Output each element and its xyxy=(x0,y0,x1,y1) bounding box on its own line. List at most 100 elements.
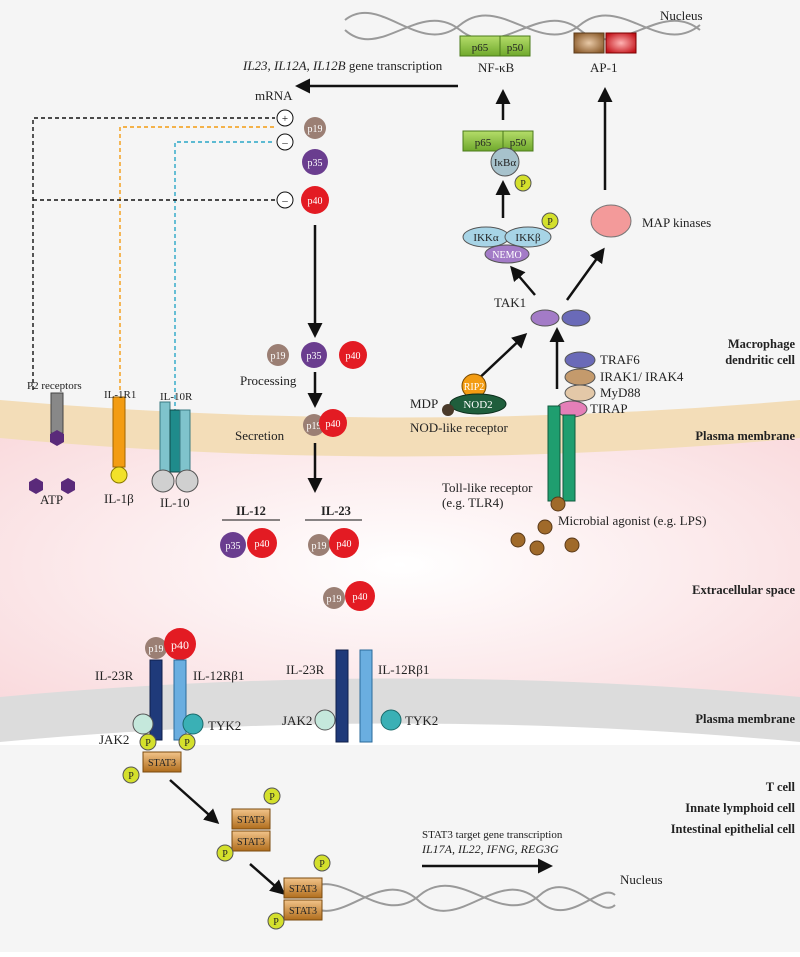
svg-text:p35: p35 xyxy=(226,541,241,552)
svg-text:P: P xyxy=(273,917,279,928)
extracellular-space-area xyxy=(0,420,800,710)
svg-text:p40: p40 xyxy=(308,196,323,207)
atp-label: ATP xyxy=(40,492,63,507)
il10r-receptor xyxy=(151,401,199,493)
regulation-signs: + – – xyxy=(276,109,294,209)
svg-text:P: P xyxy=(520,179,526,190)
svg-text:STAT3: STAT3 xyxy=(237,815,265,826)
svg-text:p19: p19 xyxy=(312,541,327,552)
jak2-label-1: JAK2 xyxy=(99,732,129,747)
svg-text:P: P xyxy=(319,859,325,870)
map-kinases-label: MAP kinases xyxy=(642,215,711,230)
secretion-label: Secretion xyxy=(235,428,285,443)
ikba-circle xyxy=(490,147,520,177)
region-extracellular: Extracellular space xyxy=(692,583,795,597)
svg-text:p19: p19 xyxy=(327,594,342,605)
il10r-label: IL-10R xyxy=(160,391,193,403)
p40-processing xyxy=(339,341,367,369)
nucleus-bottom-label: Nucleus xyxy=(620,872,663,887)
il12-p40 xyxy=(247,528,277,558)
tlr-adaptors xyxy=(556,351,596,418)
p40-secretion xyxy=(319,409,347,437)
lps-molecules xyxy=(510,519,580,556)
stat3-dimer-nucleus: STAT3 STAT3 P P xyxy=(267,854,331,930)
mdp-label: MDP xyxy=(410,396,438,411)
p40-mrna-circle xyxy=(301,186,329,214)
svg-text:p40: p40 xyxy=(255,539,270,550)
nfkb-complex-dna: p65 p50 xyxy=(459,35,531,57)
svg-text:p50: p50 xyxy=(510,137,527,149)
dna-bottom xyxy=(304,883,616,912)
il23r-label-2: IL-23R xyxy=(286,662,325,677)
p2-receptors-label: P2 receptors xyxy=(27,380,82,392)
nucleus-top-label: Nucleus xyxy=(660,8,703,23)
tyk2-label-1: TYK2 xyxy=(208,718,241,733)
tcell-cytoplasm xyxy=(0,745,800,952)
svg-text:p19: p19 xyxy=(308,124,323,135)
ap1-label: AP-1 xyxy=(590,60,617,75)
tak1-to-ikk-arrow xyxy=(510,265,536,296)
svg-text:p35: p35 xyxy=(307,351,322,362)
p19-mrna-circle xyxy=(304,117,326,139)
tak1-label: TAK1 xyxy=(494,295,526,310)
il23-p40 xyxy=(329,528,359,558)
il23-free-p19 xyxy=(323,587,345,609)
tyk2-label-2: TYK2 xyxy=(405,713,438,728)
stat3-dimerization-arrow xyxy=(169,779,220,824)
mdp-icon xyxy=(442,404,454,416)
p2-receptor xyxy=(50,392,64,446)
il23-receptor-bound: p19 p40 P P STAT3 P xyxy=(122,628,204,784)
svg-text:p35: p35 xyxy=(308,158,323,169)
p35-processing xyxy=(301,342,327,368)
stat3-nuclear-arrow xyxy=(249,863,286,895)
il10-label: IL-10 xyxy=(160,495,190,510)
svg-text:p65: p65 xyxy=(475,137,492,149)
il23-p19 xyxy=(308,534,330,556)
svg-text:P: P xyxy=(145,738,151,749)
mrna-label: mRNA xyxy=(255,88,293,103)
map-kinases-shape xyxy=(590,204,632,238)
stat3-dimer-cytoplasm: STAT3 STAT3 P P xyxy=(216,787,281,862)
svg-text:STAT3: STAT3 xyxy=(148,758,176,769)
nod-receptor-label: NOD-like receptor xyxy=(410,420,508,435)
tak1-shape-a xyxy=(530,309,560,327)
myd88-label: MyD88 xyxy=(600,385,640,400)
ap1-complex xyxy=(573,32,637,54)
traf6-label: TRAF6 xyxy=(600,352,640,367)
svg-text:IKKα: IKKα xyxy=(473,232,499,244)
il1r1-feedback-line xyxy=(119,126,275,390)
svg-text:p40: p40 xyxy=(326,419,341,430)
transcription-label: IL23, IL12A, IL12B gene transcription xyxy=(242,58,443,73)
irak-label: IRAK1/ IRAK4 xyxy=(600,369,684,384)
jak2-label-2: JAK2 xyxy=(282,713,312,728)
svg-text:p40: p40 xyxy=(337,539,352,550)
il23-free-p40 xyxy=(345,581,375,611)
svg-text:IKKβ: IKKβ xyxy=(515,232,541,244)
svg-text:P: P xyxy=(222,849,228,860)
nod2-shape xyxy=(449,393,507,415)
il12-p35 xyxy=(220,532,246,558)
tak1-shape-b xyxy=(561,309,591,327)
svg-text:p65: p65 xyxy=(472,42,489,54)
svg-text:p19: p19 xyxy=(149,644,164,655)
svg-text:p40: p40 xyxy=(346,351,361,362)
nfkb-ikba-complex: p65 p50 IκBα P xyxy=(462,130,534,192)
svg-text:NEMO: NEMO xyxy=(492,250,521,261)
svg-text:p40: p40 xyxy=(353,592,368,603)
nod2-label: NOD2 xyxy=(463,399,492,411)
p35-mrna-circle xyxy=(302,149,328,175)
svg-text:p19: p19 xyxy=(307,421,322,432)
il12rb1-label-2: IL-12Rβ1 xyxy=(378,662,429,677)
region-macrophage-line2: dendritic cell xyxy=(725,353,795,367)
svg-text:p40: p40 xyxy=(171,638,189,652)
microbial-agonist-label: Microbial agonist (e.g. LPS) xyxy=(558,513,706,528)
phospho-ikba-icon xyxy=(514,174,532,192)
svg-text:P: P xyxy=(184,738,190,749)
nfkb-label: NF-κB xyxy=(478,60,514,75)
plasma-membrane-band-1 xyxy=(0,400,800,457)
il23r-label-1: IL-23R xyxy=(95,668,134,683)
il1r1-receptor xyxy=(110,396,128,484)
il12-label: IL-12 xyxy=(236,504,266,518)
svg-text:STAT3: STAT3 xyxy=(289,884,317,895)
